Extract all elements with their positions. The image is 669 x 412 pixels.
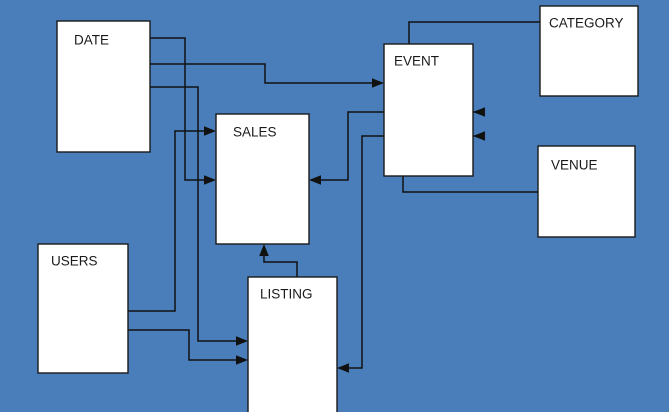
- entity-box-listing[interactable]: [247, 276, 338, 412]
- entity-box-date[interactable]: [56, 20, 151, 153]
- entity-label-event: EVENT: [394, 54, 439, 69]
- connector-event-to-listing: [337, 135, 384, 373]
- connector-listing-to-sales: [259, 244, 298, 277]
- entity-box-venue[interactable]: [537, 145, 636, 238]
- entity-node-sales[interactable]: SALES: [215, 113, 310, 245]
- entity-box-users[interactable]: [37, 243, 129, 374]
- entity-label-category: CATEGORY: [549, 16, 624, 31]
- entity-label-venue: VENUE: [551, 158, 598, 173]
- entity-box-event[interactable]: [383, 43, 474, 177]
- entity-node-users[interactable]: USERS: [37, 243, 129, 374]
- connector-date-to-listing: [150, 86, 248, 346]
- entity-label-users: USERS: [51, 254, 98, 269]
- entity-node-event[interactable]: EVENT: [383, 43, 474, 177]
- connector-users-to-sales: [128, 126, 216, 312]
- entity-box-sales[interactable]: [215, 113, 310, 245]
- connector-date-to-sales: [150, 37, 216, 185]
- connector-event-to-sales: [309, 111, 384, 185]
- entity-label-sales: SALES: [233, 125, 277, 140]
- entity-label-date: DATE: [74, 33, 109, 48]
- entity-node-date[interactable]: DATE: [56, 20, 151, 153]
- entity-node-listing[interactable]: LISTING: [247, 276, 338, 412]
- connector-users-to-listing: [128, 329, 248, 365]
- entity-node-venue[interactable]: VENUE: [537, 145, 636, 238]
- connector-date-to-event: [150, 63, 384, 88]
- entity-box-category[interactable]: [539, 5, 639, 97]
- entity-node-category[interactable]: CATEGORY: [539, 5, 639, 97]
- entity-label-listing: LISTING: [260, 287, 313, 302]
